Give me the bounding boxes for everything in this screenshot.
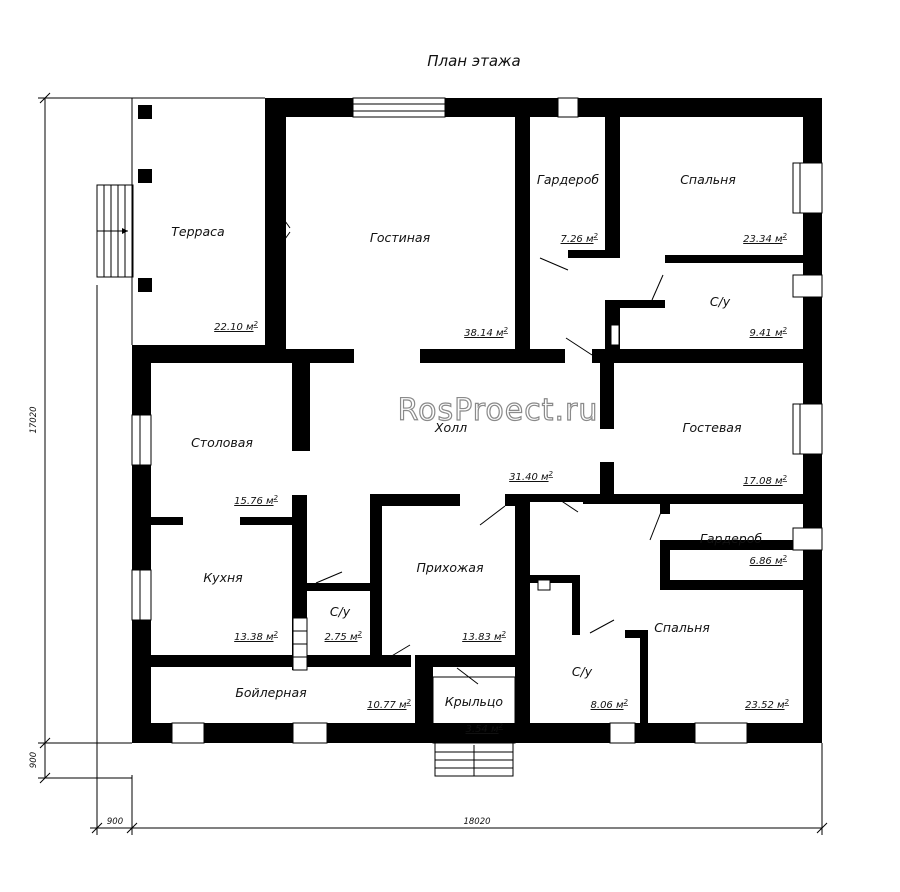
- window: [792, 274, 823, 298]
- windows: [131, 97, 823, 744]
- room-area-living: 38.14 м2: [464, 326, 508, 339]
- room-name-wardrobe2: Гардероб: [700, 531, 762, 546]
- window: [609, 722, 636, 744]
- room-labels: Терраса 22.10 м2 Гостиная 38.14 м2 Гардероб 7…: [171, 172, 789, 735]
- terrace-column: [138, 169, 152, 183]
- room-name-bath1: С/у: [710, 294, 731, 309]
- room-area-wardrobe2: 6.86 м2: [750, 554, 788, 567]
- dimension-label: 900: [107, 817, 123, 827]
- room-name-guest: Гостевая: [682, 420, 741, 435]
- terrace-steps: [96, 184, 134, 278]
- room-name-bedroom1: Спальня: [680, 172, 736, 187]
- window: [792, 527, 823, 551]
- room-name-dining: Столовая: [191, 435, 253, 450]
- room-area-bath2: 2.75 м2: [325, 630, 363, 643]
- room-area-terrace: 22.10 м2: [214, 320, 258, 333]
- room-area-hall: 31.40 м2: [509, 470, 553, 483]
- room-area-kitchen: 13.38 м2: [234, 630, 278, 643]
- room-area-bedroom2: 23.52 м2: [745, 698, 789, 711]
- room-name-terrace: Терраса: [171, 224, 224, 239]
- room-name-bedroom2: Спальня: [654, 620, 710, 635]
- dimension-label: 18020: [463, 817, 490, 827]
- room-area-guest: 17.08 м2: [743, 474, 787, 487]
- window: [292, 722, 328, 744]
- window: [131, 414, 152, 466]
- room-area-wardrobe1: 7.26 м2: [561, 232, 599, 245]
- room-name-bath3: С/у: [572, 664, 593, 679]
- window: [557, 97, 579, 118]
- window: [171, 722, 205, 744]
- window: [352, 97, 446, 118]
- room-name-hall: Холл: [434, 420, 467, 435]
- room-name-wardrobe1: Гардероб: [537, 172, 599, 187]
- room-name-living: Гостиная: [370, 230, 431, 245]
- room-area-entry: 13.83 м2: [462, 630, 506, 643]
- shafts: [292, 324, 620, 671]
- terrace-outline: [131, 97, 265, 345]
- dimension-label: 900: [29, 752, 39, 768]
- room-name-kitchen: Кухня: [203, 570, 243, 585]
- room-area-bedroom1: 23.34 м2: [743, 232, 787, 245]
- terrace-column: [138, 278, 152, 292]
- dimension-label: 17020: [29, 406, 39, 433]
- room-name-porch: Крыльцо: [445, 694, 504, 709]
- room-name-boiler: Бойлерная: [235, 685, 307, 700]
- window: [131, 569, 152, 621]
- dimension-lines: [38, 92, 828, 835]
- window: [694, 722, 748, 744]
- room-area-bath3: 8.06 м2: [591, 698, 629, 711]
- room-area-dining: 15.76 м2: [234, 494, 278, 507]
- room-name-bath2: С/у: [330, 604, 351, 619]
- room-area-bath1: 9.41 м2: [750, 326, 788, 339]
- room-name-entry: Прихожая: [417, 560, 484, 575]
- window: [792, 162, 823, 214]
- terrace-column: [138, 105, 152, 119]
- room-area-porch: 3.54 м2: [466, 722, 504, 735]
- plan-title: План этажа: [427, 52, 521, 70]
- watermark: RosProect.ru: [398, 393, 599, 428]
- room-area-boiler: 10.77 м2: [367, 698, 411, 711]
- window: [792, 403, 823, 455]
- porch: [432, 676, 516, 777]
- door-swings: [194, 199, 664, 685]
